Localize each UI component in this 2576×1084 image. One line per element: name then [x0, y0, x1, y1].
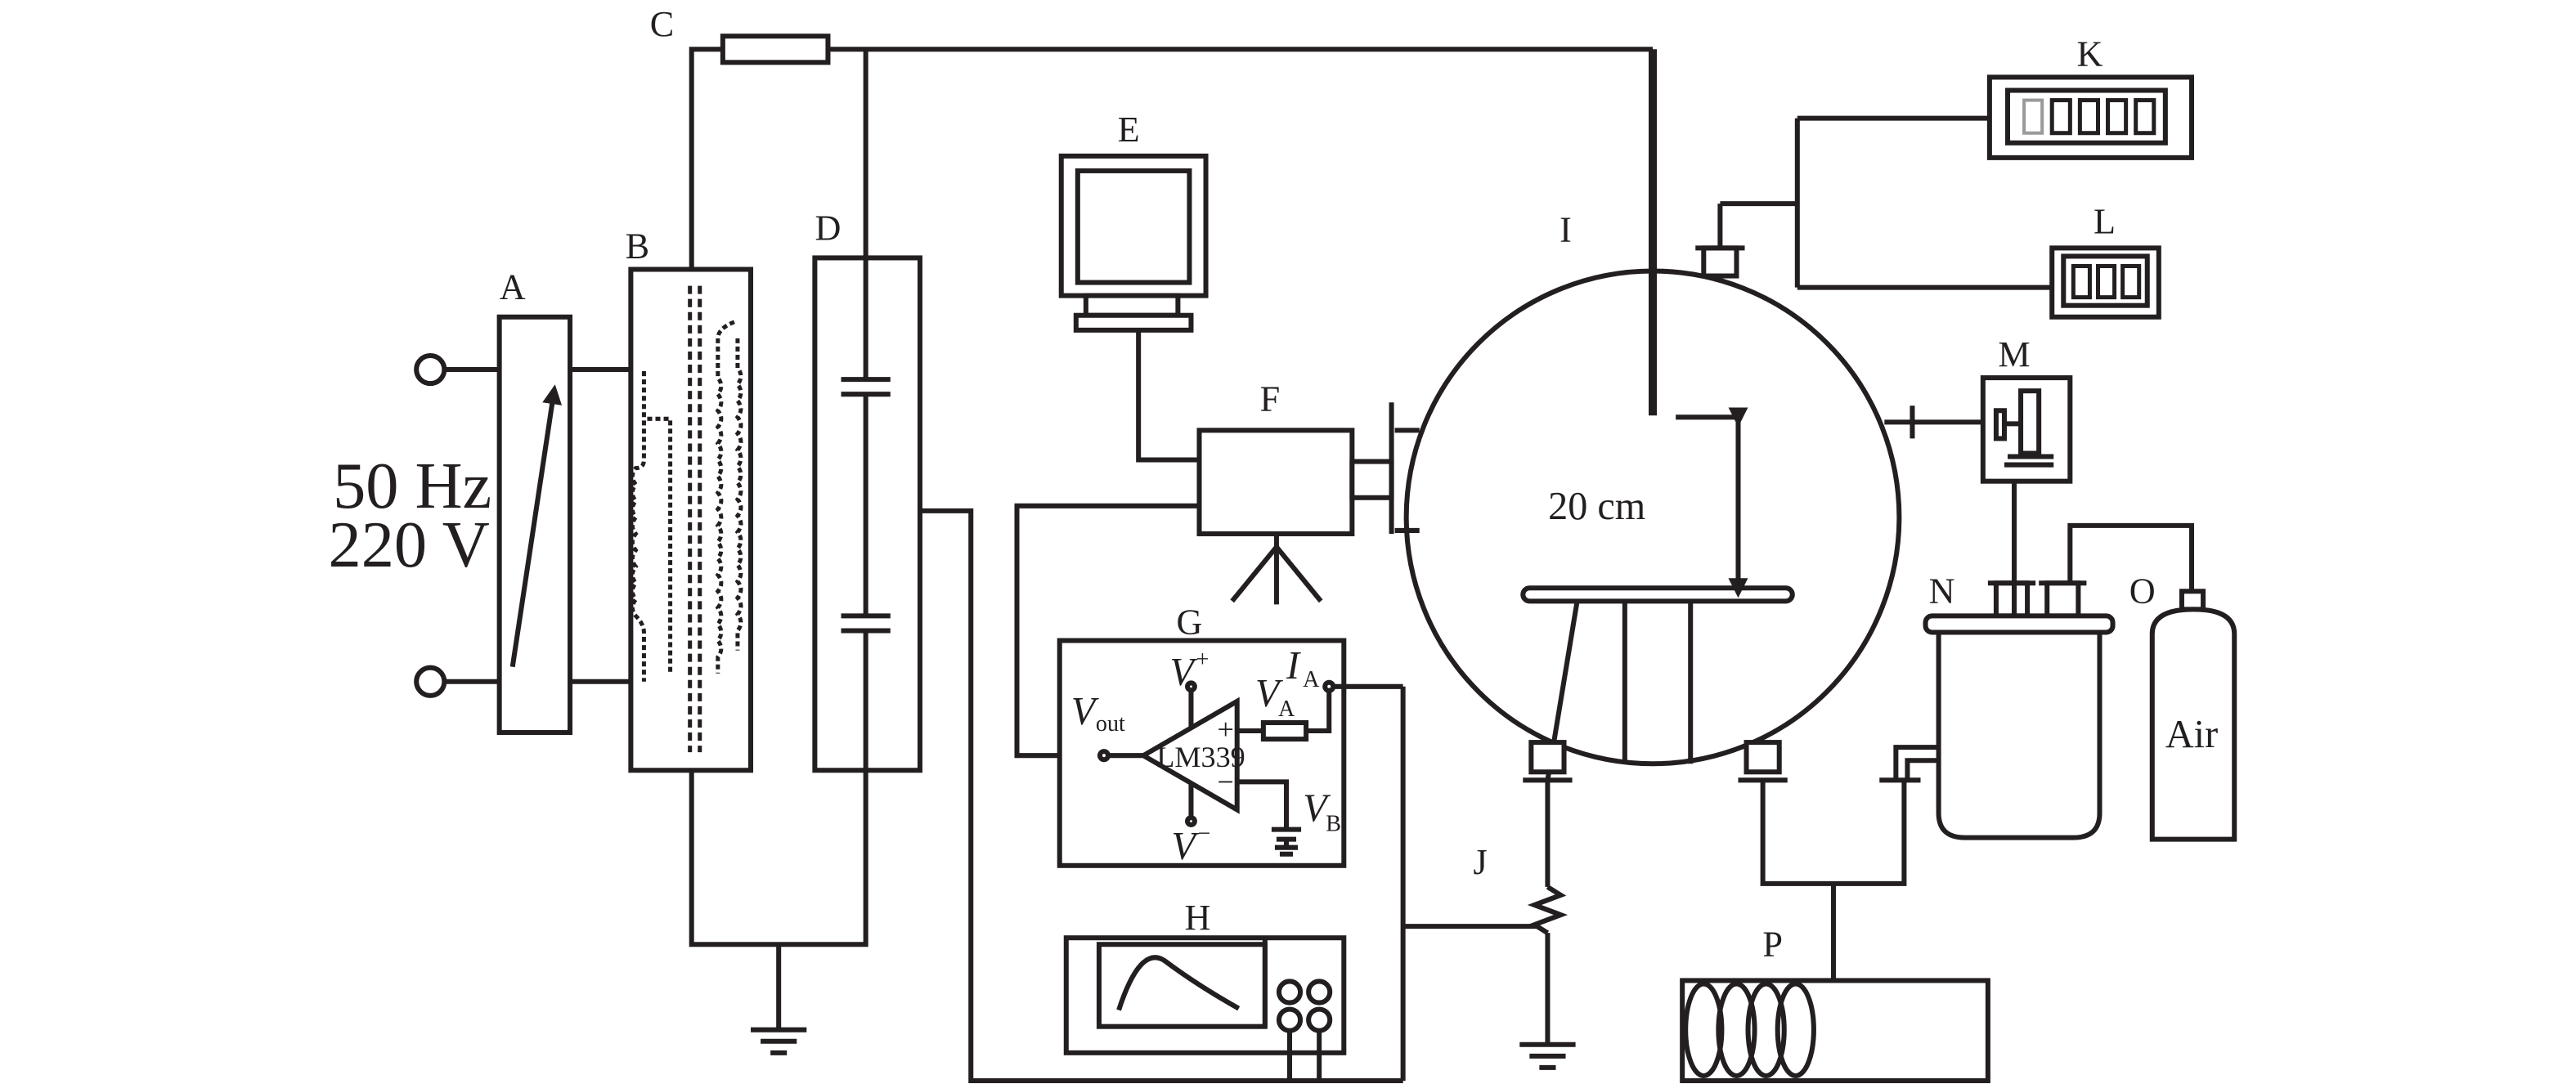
- meter-L: L: [2049, 201, 2161, 320]
- ground-plate: [1520, 585, 1795, 604]
- secondary-coil-icon: [715, 320, 735, 674]
- tripod-icon: [1230, 545, 1279, 603]
- vessel-body: [1936, 632, 2103, 840]
- port-fitting: [1701, 245, 1739, 279]
- reactor-chamber-I: 20 cm I: [1394, 49, 1983, 783]
- vessel-lid: [1923, 613, 2116, 635]
- cylinder-gas: Air: [2165, 713, 2218, 756]
- port-fitting: [1993, 580, 2031, 619]
- port-fitting: [2044, 580, 2081, 619]
- transformer-B: B: [626, 226, 754, 773]
- sampling-resistor-J: J: [1402, 780, 1576, 1070]
- ia-label: I: [1286, 644, 1301, 688]
- computer-E: E: [1058, 110, 1209, 333]
- gas-cylinder-icon: [2149, 607, 2237, 842]
- power-input: 50 Hz 220 V: [329, 352, 500, 698]
- ground-icon: [751, 1027, 807, 1055]
- voltage-divider-D: D: [812, 208, 922, 773]
- vplus-superscript: +: [1196, 647, 1209, 673]
- scope-screen: [1096, 942, 1268, 1029]
- pressure-gauge-M: M: [1980, 334, 2073, 484]
- oscilloscope-H: H: [1063, 898, 1347, 1055]
- label-L: L: [2094, 201, 2116, 241]
- label-E: E: [1118, 110, 1140, 150]
- label-P: P: [1762, 924, 1783, 964]
- label-D: D: [815, 208, 841, 248]
- va-label: V: [1255, 672, 1284, 715]
- gap-distance: 20 cm: [1548, 485, 1645, 528]
- zigzag-resistor-icon: [1527, 885, 1568, 935]
- resistor-C: C: [650, 4, 831, 65]
- humidifier-vessel-N: N: [1923, 571, 2116, 840]
- ia-subscript: A: [1303, 667, 1320, 692]
- vplus-label: V: [1169, 651, 1198, 694]
- label-B: B: [626, 226, 649, 266]
- source-voltage: 220 V: [329, 508, 490, 581]
- vb-label: V: [1303, 787, 1331, 831]
- ground-icon: [1519, 1041, 1576, 1070]
- source-frequency: 50 Hz: [333, 450, 491, 522]
- label-J: J: [1473, 842, 1487, 882]
- scope-knob-icon: [1306, 979, 1333, 1006]
- chip-label: LM339: [1156, 741, 1245, 773]
- label-M: M: [1998, 334, 2030, 374]
- label-O: O: [2129, 571, 2156, 611]
- pump-coil-icon: [1683, 981, 1725, 1078]
- label-H: H: [1185, 898, 1211, 938]
- label-F: F: [1260, 379, 1281, 419]
- label-A: A: [500, 267, 526, 307]
- port-fitting: [1528, 740, 1567, 775]
- scope-knob-icon: [1306, 1006, 1333, 1033]
- variac-arrow-icon: [509, 384, 563, 668]
- vout-label: V: [1071, 690, 1100, 733]
- input-terminal-top: [414, 352, 447, 387]
- waveform-icon: [1116, 955, 1241, 1011]
- input-terminal-bottom: [414, 665, 447, 698]
- port-fitting: [1744, 740, 1782, 775]
- variac-A: A: [496, 267, 573, 736]
- va-subscript: A: [1278, 697, 1295, 722]
- label-K: K: [2076, 34, 2103, 74]
- label-I: I: [1560, 209, 1572, 249]
- label-C: C: [650, 4, 674, 44]
- gas-analyzer-K: K: [1986, 34, 2195, 160]
- comparator-circuit-G: G LM339 + − V out V + V − V A I A V B: [1057, 602, 1406, 1081]
- camera-F: F: [1196, 379, 1394, 605]
- vout-subscript: out: [1096, 711, 1125, 737]
- scope-knob-icon: [1276, 979, 1304, 1006]
- vminus-label: V: [1171, 825, 1200, 868]
- camera-icon: [1196, 428, 1355, 536]
- air-pump-P: P: [1680, 780, 1990, 1083]
- vminus-superscript: −: [1198, 822, 1211, 847]
- primary-coil-icon: [630, 371, 646, 682]
- gauge-icon: [2018, 388, 2042, 456]
- plus-sign: +: [1217, 713, 1233, 746]
- vb-subscript: B: [1326, 812, 1341, 837]
- op-amp-icon: [1138, 697, 1240, 814]
- minus-sign: −: [1217, 765, 1233, 798]
- label-N: N: [1929, 571, 1955, 611]
- resistor-icon: [1260, 719, 1309, 742]
- air-cylinder-O: Air O: [2129, 571, 2237, 842]
- label-G: G: [1176, 602, 1202, 643]
- scope-knob-icon: [1276, 1006, 1304, 1033]
